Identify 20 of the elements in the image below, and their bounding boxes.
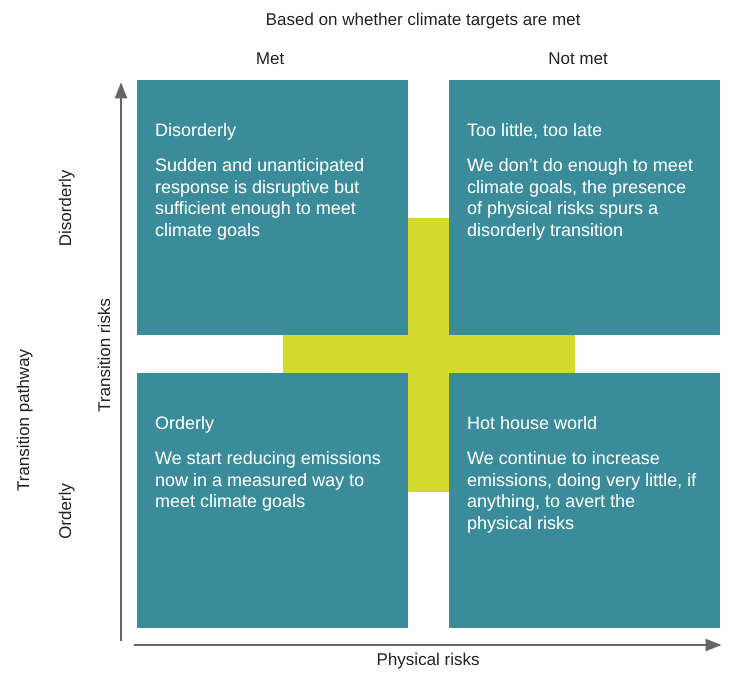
axis-title: Physical risks — [376, 650, 480, 670]
box-heading: Too little, too late — [467, 120, 604, 141]
box-heading: Disorderly — [155, 120, 238, 141]
box-description: We start reducing emissions now in a measured way to meet climate goals — [155, 448, 382, 513]
box-description: Sudden and unanticipated response is disruptive but sufficient enough to meet climate goals — [155, 155, 366, 242]
box-heading: Hot house world — [467, 413, 598, 434]
column-label: Not met — [548, 49, 608, 69]
column-label: Met — [256, 49, 284, 69]
title: Based on whether climate targets are met — [266, 10, 580, 30]
row-label: Orderly — [56, 483, 76, 539]
quadrant-box — [449, 373, 720, 628]
axis-title: Transition pathway — [14, 348, 34, 492]
quadrant-box — [137, 373, 408, 628]
row-label: Disorderly — [56, 170, 76, 246]
box-description: We continue to increase emissions, doing very little, if anything, to avert the physical risks — [467, 448, 698, 534]
axis-title: Transition risks — [95, 298, 115, 412]
box-description: We don’t do enough to meet climate goals, the presence of physical risks spurs a disorderly transition — [467, 155, 694, 242]
box-heading: Orderly — [155, 413, 216, 434]
quadrant-box — [137, 80, 408, 335]
quadrant-box — [449, 80, 720, 335]
